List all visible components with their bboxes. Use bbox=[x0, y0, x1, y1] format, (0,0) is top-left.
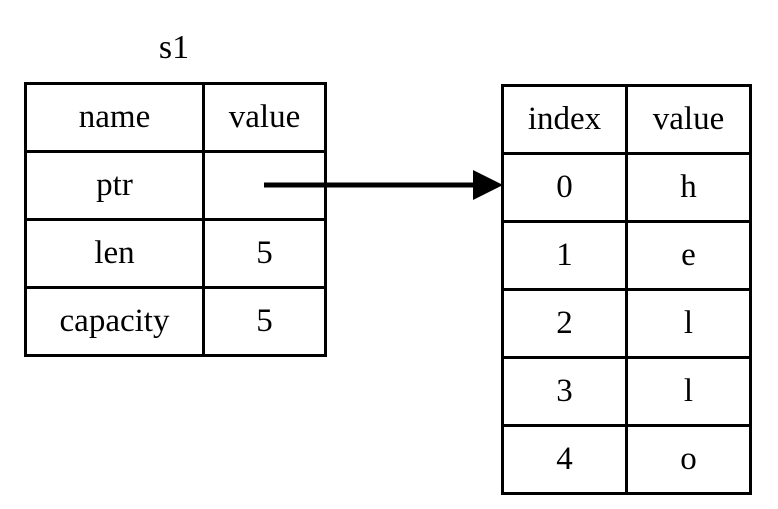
buffer-value-2: l bbox=[625, 288, 752, 359]
table-row: 1 e bbox=[501, 220, 752, 291]
field-value-len: 5 bbox=[202, 218, 327, 289]
table-row: ptr bbox=[24, 150, 327, 221]
buffer-index-4: 4 bbox=[501, 424, 628, 495]
buffer-index-0: 0 bbox=[501, 152, 628, 223]
table-header-row: index value bbox=[501, 84, 752, 155]
buffer-value-0: h bbox=[625, 152, 752, 223]
buffer-index-2: 2 bbox=[501, 288, 628, 359]
column-header-name: name bbox=[24, 82, 205, 153]
buffer-index-3: 3 bbox=[501, 356, 628, 427]
table-row: 3 l bbox=[501, 356, 752, 427]
buffer-value-1: e bbox=[625, 220, 752, 291]
buffer-value-4: o bbox=[625, 424, 752, 495]
field-name-ptr: ptr bbox=[24, 150, 205, 221]
pointer-arrow-head bbox=[473, 170, 503, 200]
table-row: 0 h bbox=[501, 152, 752, 223]
struct-title-s1: s1 bbox=[158, 29, 190, 66]
field-value-ptr bbox=[202, 150, 327, 221]
field-value-capacity: 5 bbox=[202, 286, 327, 357]
buffer-index-1: 1 bbox=[501, 220, 628, 291]
column-header-value: value bbox=[202, 82, 327, 153]
table-row: 4 o bbox=[501, 424, 752, 495]
table-header-row: name value bbox=[24, 82, 327, 153]
field-name-capacity: capacity bbox=[24, 286, 205, 357]
buffer-value-3: l bbox=[625, 356, 752, 427]
table-row: capacity 5 bbox=[24, 286, 327, 357]
field-name-len: len bbox=[24, 218, 205, 289]
heap-buffer-table: index value 0 h 1 e 2 l 3 l 4 o bbox=[501, 84, 752, 495]
table-row: len 5 bbox=[24, 218, 327, 289]
struct-table-s1: name value ptr len 5 capacity 5 bbox=[24, 82, 327, 357]
column-header-value: value bbox=[625, 84, 752, 155]
table-row: 2 l bbox=[501, 288, 752, 359]
column-header-index: index bbox=[501, 84, 628, 155]
